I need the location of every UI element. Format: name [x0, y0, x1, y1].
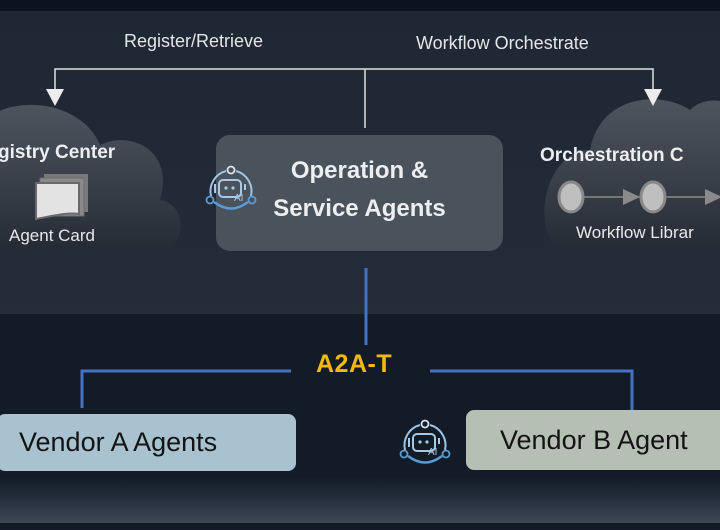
svg-text:AI: AI: [428, 447, 437, 458]
arrow-down-orchestration: [644, 89, 662, 106]
workflow-nodes-icon: [557, 180, 720, 214]
agent-card-label: Agent Card: [9, 226, 95, 245]
top-bar: [0, 0, 720, 11]
ai-robot-icon-vendor-b: AI: [399, 419, 451, 464]
workflow-library-label: Workflow Librar: [576, 223, 694, 242]
a2a-t-protocol-label: A2A-T: [316, 350, 393, 378]
orchestration-center-title: Orchestration C: [540, 145, 684, 166]
card-stack-icon: [35, 174, 88, 221]
a2a-connector: [80, 268, 634, 410]
ops-line-1: Operation &: [290, 157, 429, 184]
registry-center-title: gistry Center: [0, 142, 116, 163]
vendor-b-agents-box[interactable]: Vendor B Agent: [466, 410, 720, 470]
top-connector: [54, 68, 654, 128]
vendor-b-label: Vendor B Agent: [500, 425, 688, 455]
register-retrieve-label: Register/Retrieve: [124, 31, 264, 51]
arrow-down-registry: [46, 89, 64, 106]
bottom-strip: [0, 523, 720, 530]
vendor-layer-footer: [0, 478, 720, 523]
vendor-a-label: Vendor A Agents: [19, 427, 218, 457]
orchestration-cloud: [544, 99, 720, 250]
vendor-a-agents-box[interactable]: Vendor A Agents: [0, 414, 296, 471]
operation-service-agents-card[interactable]: [216, 135, 503, 251]
workflow-orchestrate-label: Workflow Orchestrate: [416, 33, 589, 53]
ops-line-2: Service Agents: [273, 195, 446, 222]
ai-robot-icon: AI: [205, 165, 257, 210]
svg-text:AI: AI: [234, 193, 243, 204]
operation-service-agents-label: Operation & Service Agents: [216, 152, 503, 228]
